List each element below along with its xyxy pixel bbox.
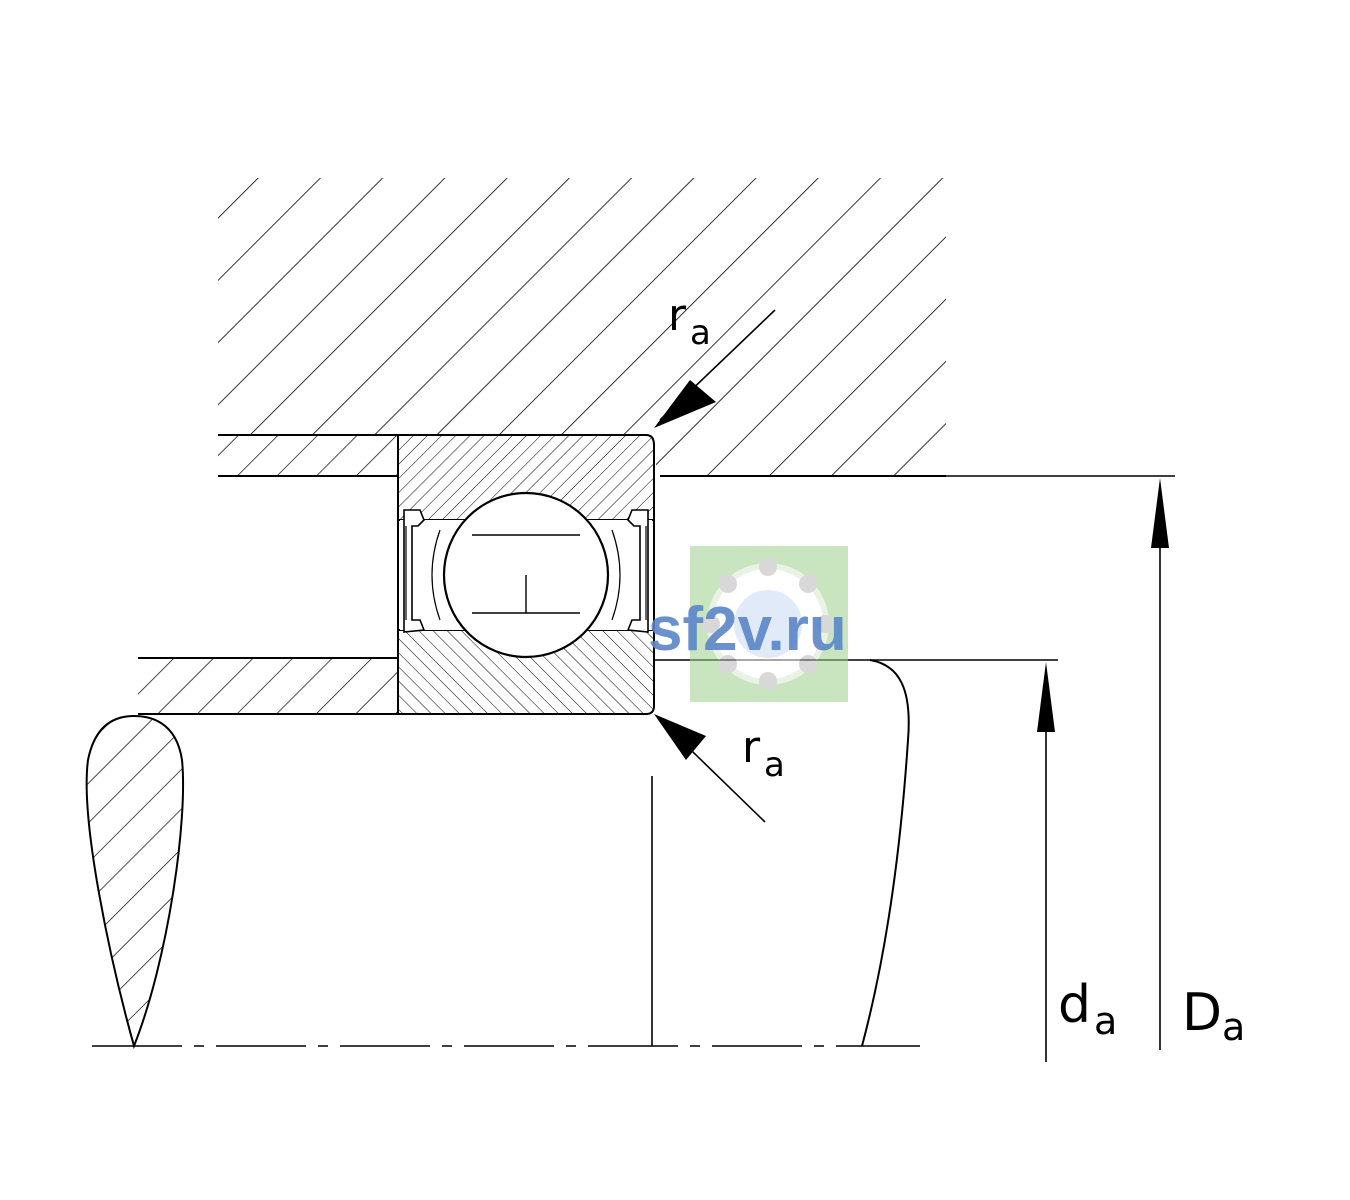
Da-label: D a bbox=[1182, 983, 1245, 1049]
Da-dimension bbox=[1151, 478, 1169, 1050]
shaft-shoulder bbox=[138, 657, 398, 715]
watermark bbox=[690, 546, 848, 702]
ra-bottom-label: r a bbox=[742, 722, 785, 785]
svg-text:a: a bbox=[764, 745, 785, 785]
watermark-text: sf2v.ru bbox=[648, 595, 847, 664]
da-dimension bbox=[1037, 662, 1055, 1062]
svg-text:a: a bbox=[690, 313, 711, 353]
shaft-outline bbox=[861, 659, 910, 1047]
housing bbox=[218, 178, 946, 477]
svg-text:r: r bbox=[668, 290, 687, 341]
ra-bottom-leader bbox=[654, 714, 766, 823]
ra-top-label: r a bbox=[668, 290, 711, 353]
svg-text:r: r bbox=[742, 722, 761, 773]
svg-text:a: a bbox=[1094, 999, 1117, 1043]
svg-text:D: D bbox=[1182, 983, 1222, 1043]
shaft-section bbox=[85, 714, 185, 1050]
right-seal bbox=[626, 509, 649, 633]
bearing-section bbox=[397, 434, 655, 715]
left-seal bbox=[403, 509, 426, 633]
ra-top-leader bbox=[654, 309, 776, 428]
da-label: d a bbox=[1058, 975, 1117, 1043]
svg-text:d: d bbox=[1058, 975, 1091, 1035]
svg-text:a: a bbox=[1222, 1005, 1245, 1049]
